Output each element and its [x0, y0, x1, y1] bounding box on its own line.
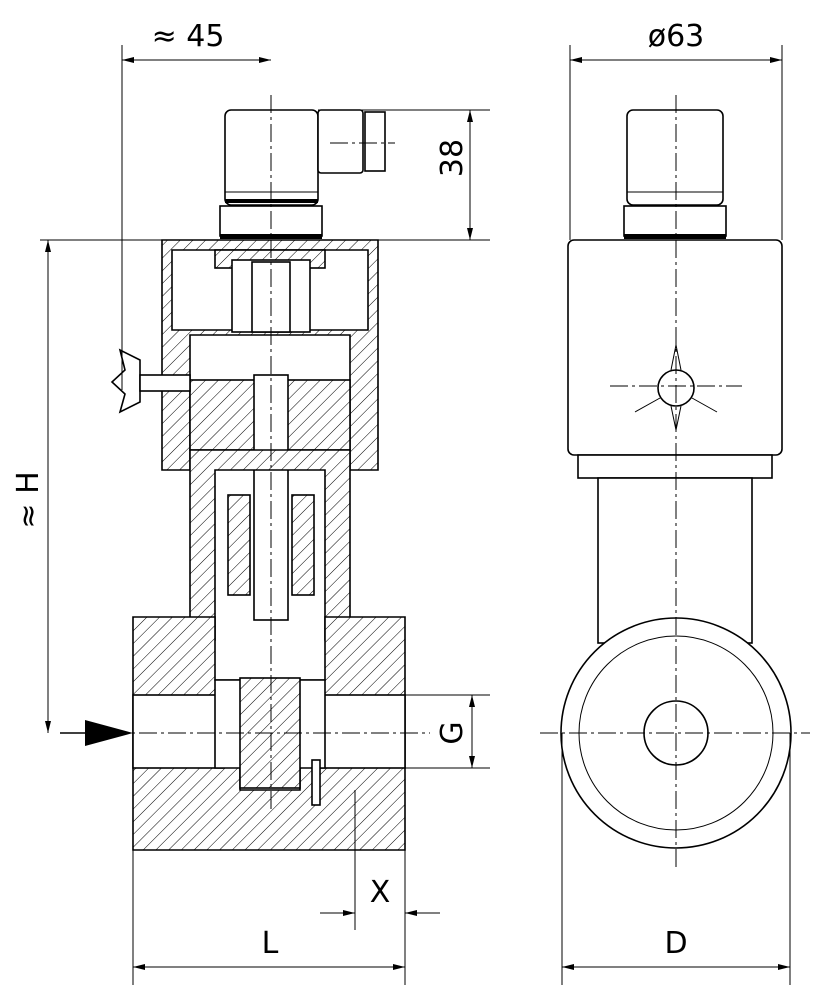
dim-label-diameter: ø63 [648, 19, 705, 54]
inlet-port [132, 694, 224, 769]
dim-label-thread: G [435, 721, 470, 744]
side-view [540, 95, 810, 870]
dim-label-offset: X [370, 875, 391, 910]
section-view [60, 95, 430, 851]
dim-label-length: L [262, 926, 279, 961]
connector-plug [317, 109, 364, 174]
dim-label-height: ≈ H [11, 471, 46, 528]
plunger [253, 374, 289, 621]
outlet-port [319, 694, 406, 769]
flow-direction-arrow [85, 720, 133, 746]
dim-label-width: ≈ 45 [152, 19, 225, 54]
dimensions [40, 45, 791, 985]
manual-override-handle [110, 348, 141, 414]
dim-label-connector-height: 38 [435, 139, 470, 177]
cable-nut [364, 111, 386, 172]
dim-label-body-diameter: D [664, 926, 687, 961]
